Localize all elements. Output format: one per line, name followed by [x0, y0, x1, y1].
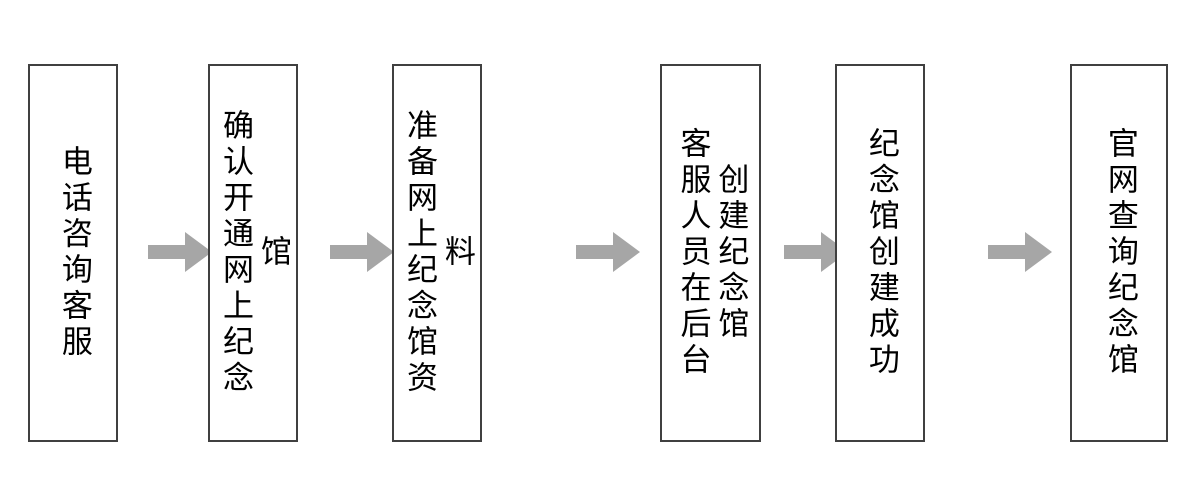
arrow-right-icon [784, 232, 848, 272]
flow-node-step-1[interactable]: 电话咨询客服 [28, 64, 118, 442]
flow-node-label: 确认开通网上纪念馆 [217, 109, 291, 397]
arrow-right-icon [330, 232, 394, 272]
flow-node-label: 客服人员在后台创建纪念馆 [674, 127, 749, 379]
flow-node-step-6[interactable]: 官网查询纪念馆 [1070, 64, 1168, 442]
flow-node-label: 准备网上纪念馆资料 [401, 109, 475, 397]
arrow-right-icon [576, 232, 640, 272]
flow-node-label: 电话咨询客服 [55, 145, 92, 361]
flow-node-step-2[interactable]: 确认开通网上纪念馆 [208, 64, 298, 442]
flow-node-step-3[interactable]: 准备网上纪念馆资料 [392, 64, 482, 442]
arrow-right-icon [148, 232, 212, 272]
flow-node-label: 官网查询纪念馆 [1101, 127, 1138, 379]
flow-node-step-5[interactable]: 纪念馆创建成功 [835, 64, 925, 442]
flow-node-label: 纪念馆创建成功 [862, 127, 899, 379]
flow-node-step-4[interactable]: 客服人员在后台创建纪念馆 [660, 64, 761, 442]
arrow-right-icon [988, 232, 1052, 272]
